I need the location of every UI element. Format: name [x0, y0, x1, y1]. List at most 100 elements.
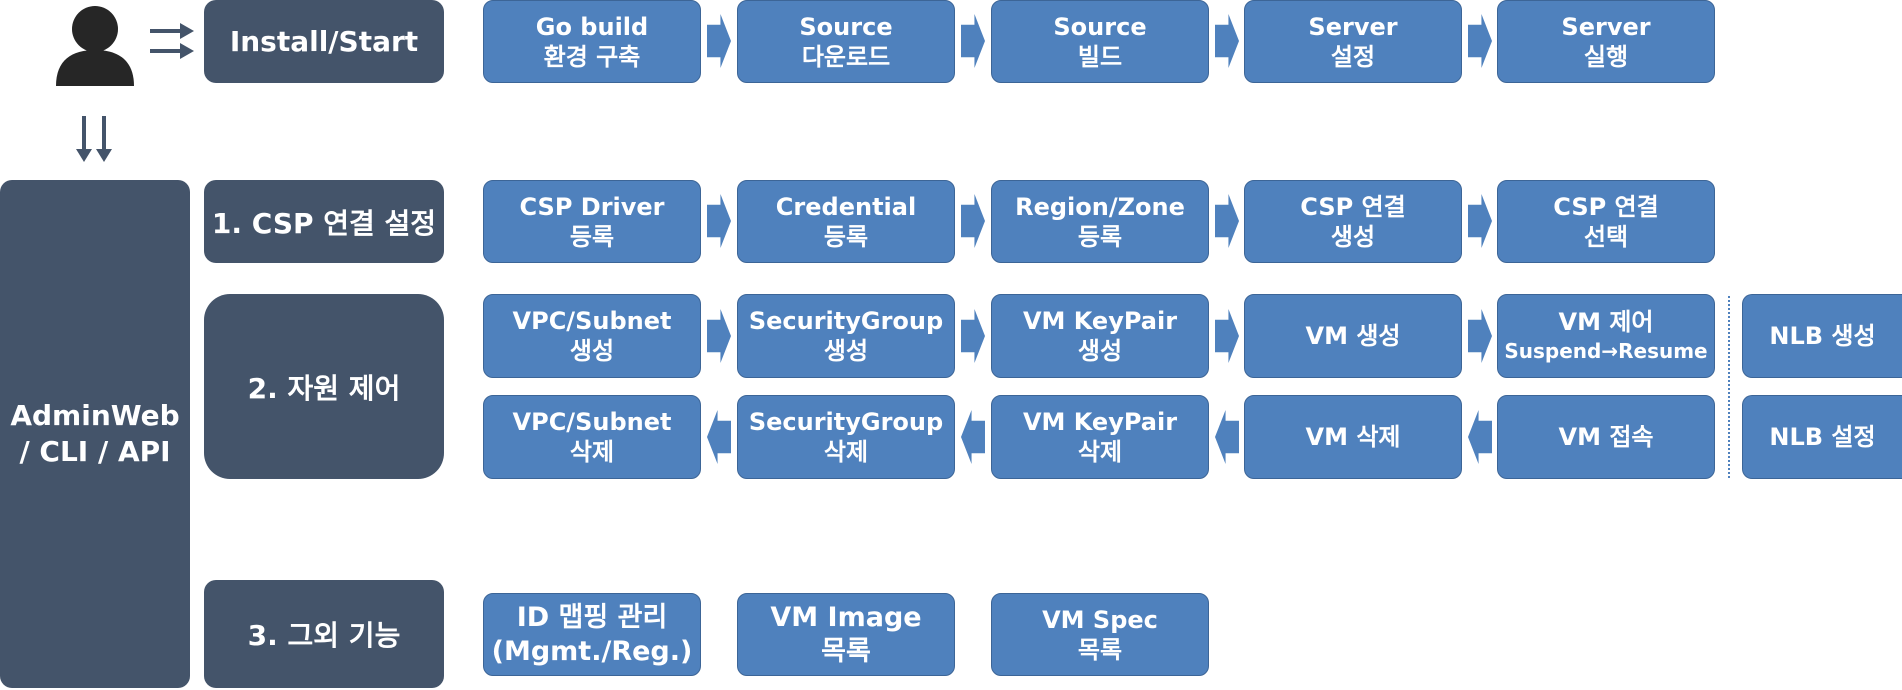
step-id-mapping-manage: ID 맵핑 관리(Mgmt./Reg.) — [483, 593, 701, 676]
step-line1: VPC/Subnet — [512, 307, 672, 335]
step-line1: VM KeyPair — [1022, 307, 1178, 335]
step-line1: VPC/Subnet — [512, 408, 672, 436]
flow-arrow-right — [961, 14, 985, 68]
step-vm-create: VM 생성 — [1244, 294, 1462, 378]
step-line1: VM Spec — [1042, 605, 1158, 634]
step-line2: (Mgmt./Reg.) — [491, 635, 693, 667]
step-line2: 실행 — [1583, 42, 1629, 71]
step-line2: 다운로드 — [801, 42, 891, 71]
install-start-label-text: Install/Start — [229, 25, 419, 58]
flow-arrow-left — [961, 410, 985, 464]
flow-arrow-left — [1215, 410, 1239, 464]
step-line1: VM Image — [770, 601, 922, 633]
step-line1: CSP 연결 — [1553, 192, 1659, 221]
step-line1: SecurityGroup — [748, 408, 944, 436]
step-vm-connect: VM 접속 — [1497, 395, 1715, 479]
step-line1: Region/Zone — [1015, 192, 1185, 221]
person-icon — [56, 6, 134, 86]
step-line2: 생성 — [1077, 337, 1123, 365]
resource-control-label: 2. 자원 제어 — [204, 294, 444, 479]
flow-arrow-right — [1468, 309, 1492, 363]
step-nlb-config: NLB 설정 — [1742, 395, 1902, 479]
step-line1: Credential — [775, 192, 917, 221]
flow-arrow-left — [1468, 410, 1492, 464]
step-line1: SecurityGroup — [748, 307, 944, 335]
csp-connection-label-text: 1. CSP 연결 설정 — [211, 206, 437, 240]
step-line2: 목록 — [821, 635, 871, 667]
step-line1: CSP Driver — [519, 192, 665, 221]
step-line1: Server — [1561, 12, 1651, 41]
step-line1: VM 제어 — [1558, 308, 1654, 336]
flow-arrow-right — [961, 309, 985, 363]
step-line2: 등록 — [569, 222, 615, 251]
step-line2: Suspend→Resume — [1504, 339, 1708, 363]
flow-arrow-right — [1215, 14, 1239, 68]
step-line2: 생성 — [1330, 222, 1376, 251]
step-line2: 빌드 — [1077, 42, 1123, 71]
flow-arrow-right — [1468, 194, 1492, 248]
step-line2: 생성 — [823, 337, 869, 365]
install-start-label: Install/Start — [204, 0, 444, 83]
step-line1: NLB 생성 — [1769, 322, 1876, 350]
step-nlb-create: NLB 생성 — [1742, 294, 1902, 378]
flow-arrow-right — [707, 14, 731, 68]
step-line1: Server — [1308, 12, 1398, 41]
step-vm-delete: VM 삭제 — [1244, 395, 1462, 479]
double-down-arrow-icon — [76, 116, 112, 162]
resource-control-label-text: 2. 자원 제어 — [247, 371, 401, 405]
step-line1: ID 맵핑 관리 — [516, 601, 668, 633]
step-line2: 등록 — [1077, 222, 1123, 251]
flow-arrow-right — [1215, 194, 1239, 248]
flow-arrow-right — [1215, 309, 1239, 363]
step-line1: Source — [1053, 12, 1147, 41]
step-vm-control: VM 제어 Suspend→Resume — [1497, 294, 1715, 378]
step-line1: VM 접속 — [1558, 423, 1654, 451]
step-line2: 환경 구축 — [543, 42, 641, 71]
step-line1: VM KeyPair — [1022, 408, 1178, 436]
step-line2: 설정 — [1330, 42, 1376, 71]
flow-arrow-left — [707, 410, 731, 464]
sidebar-adminweb: AdminWeb / CLI / API — [0, 180, 190, 688]
csp-connection-label: 1. CSP 연결 설정 — [204, 180, 444, 263]
flow-arrow-right — [961, 194, 985, 248]
double-right-arrow-icon — [150, 23, 194, 59]
step-line2: 선택 — [1583, 222, 1629, 251]
step-line2: 삭제 — [823, 438, 869, 466]
step-line1: CSP 연결 — [1300, 192, 1406, 221]
sidebar-line2: / CLI / API — [19, 435, 171, 468]
step-line1: VM 생성 — [1305, 322, 1401, 350]
step-line2: 생성 — [569, 337, 615, 365]
step-line2: 등록 — [823, 222, 869, 251]
flow-arrow-right — [1468, 14, 1492, 68]
flow-arrow-right — [707, 309, 731, 363]
step-line1: Go build — [535, 12, 649, 41]
other-functions-label-text: 3. 그외 기능 — [247, 619, 401, 652]
sidebar-line1: AdminWeb — [10, 399, 180, 432]
step-line2: 목록 — [1077, 635, 1123, 664]
step-line2: 삭제 — [1077, 438, 1123, 466]
flow-arrow-right — [707, 194, 731, 248]
step-line1: VM 삭제 — [1305, 423, 1401, 451]
step-line1: Source — [799, 12, 893, 41]
step-line2: 삭제 — [569, 438, 615, 466]
nlb-separator — [1728, 296, 1730, 478]
step-line1: NLB 설정 — [1769, 423, 1876, 451]
